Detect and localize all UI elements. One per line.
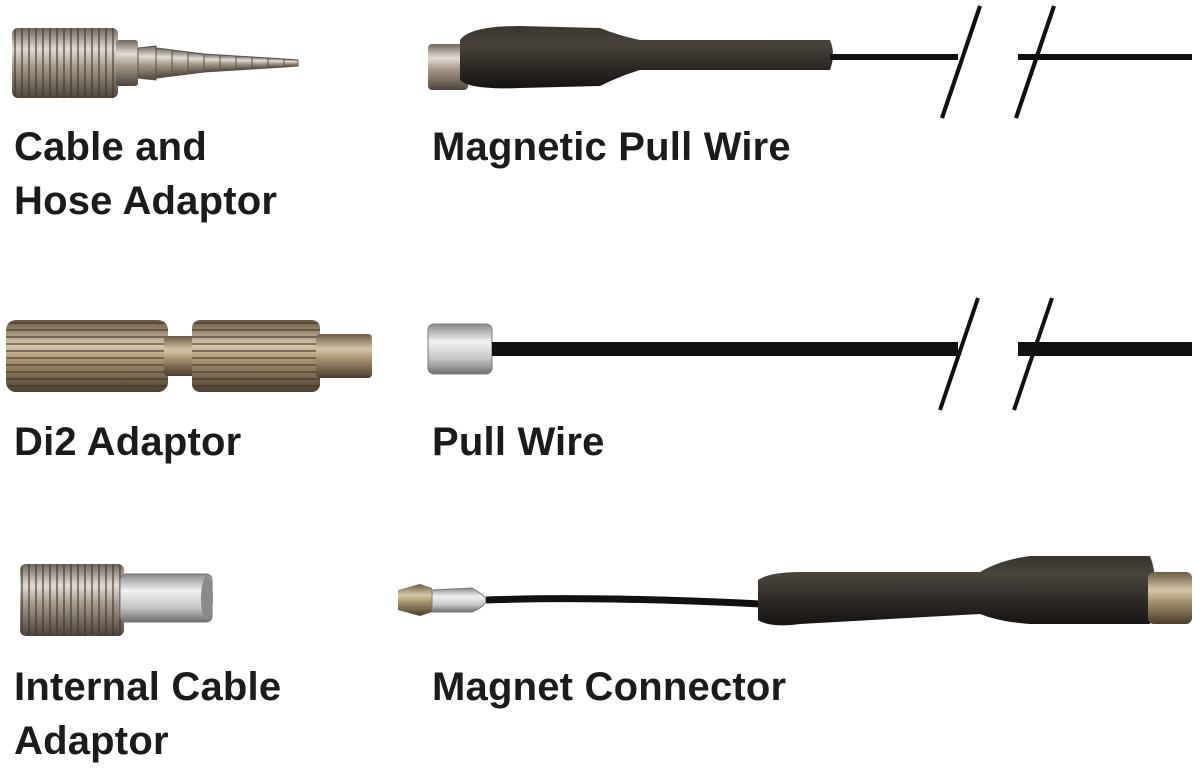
cable-hose-adaptor-label-line1: Cable and <box>14 125 207 169</box>
magnetic-pull-wire-image <box>428 5 1192 119</box>
internal-cable-adaptor-label-line1: Internal Cable <box>14 665 282 709</box>
di2-adaptor-image <box>6 320 372 392</box>
internal-cable-adaptor-image <box>20 564 213 636</box>
internal-cable-adaptor-label-line2: Adaptor <box>14 719 169 763</box>
magnet-connector-label: Magnet Connector <box>432 665 787 709</box>
magnet-connector-image <box>398 556 1192 626</box>
di2-adaptor-label: Di2 Adaptor <box>14 420 242 464</box>
magnetic-pull-wire-label: Magnetic Pull Wire <box>432 125 791 169</box>
cable-hose-adaptor-label: Cable and Hose Adaptor <box>14 120 277 228</box>
cable-hose-adaptor-image <box>12 28 299 98</box>
pull-wire-image <box>427 297 1192 411</box>
internal-cable-adaptor-label: Internal Cable Adaptor <box>14 660 281 768</box>
cable-hose-adaptor-label-line2: Hose Adaptor <box>14 179 278 223</box>
pull-wire-label: Pull Wire <box>432 420 605 464</box>
